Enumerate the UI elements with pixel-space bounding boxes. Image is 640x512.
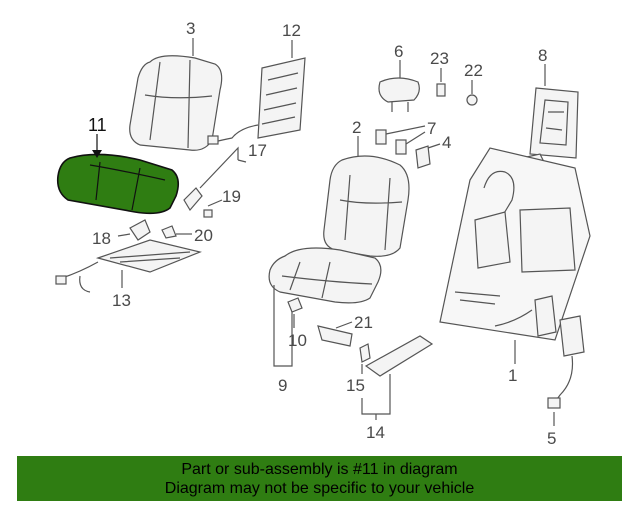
part-14-side-trim[interactable] [364, 335, 434, 377]
info-banner: Part or sub-assembly is #11 in diagram D… [17, 456, 622, 501]
label-7: 7 [427, 119, 436, 138]
label-20: 20 [194, 226, 213, 245]
label-9: 9 [278, 376, 287, 395]
part-8-seatback-frame[interactable] [529, 87, 579, 159]
label-17: 17 [248, 141, 267, 160]
leader-18 [117, 233, 131, 237]
part-9-cushion-cover[interactable] [268, 247, 382, 304]
part-15[interactable] [359, 343, 371, 363]
label-2: 2 [352, 118, 361, 137]
part-11-cushion-pad[interactable] [56, 153, 180, 215]
banner-line-disclaimer: Diagram may not be specific to your vehi… [164, 480, 475, 497]
part-13-cushion-heater[interactable] [55, 239, 202, 293]
leader-9 [273, 285, 293, 367]
part-17-clip[interactable] [183, 187, 203, 212]
label-15: 15 [346, 376, 365, 395]
part-22[interactable] [466, 94, 478, 106]
label-6: 6 [394, 42, 403, 61]
leader-17 [199, 146, 247, 189]
part-1-frame-assembly[interactable] [439, 147, 591, 341]
part-12-heater[interactable] [207, 57, 306, 145]
label-13: 13 [112, 291, 131, 310]
label-18: 18 [92, 229, 111, 248]
part-4[interactable] [415, 145, 431, 169]
leader-19 [207, 199, 223, 207]
label-4: 4 [442, 133, 451, 152]
part-7-guides[interactable] [375, 129, 407, 155]
part-18[interactable] [129, 219, 151, 241]
label-1: 1 [508, 366, 517, 385]
label-5: 5 [547, 429, 556, 448]
label-21: 21 [354, 313, 373, 332]
label-22: 22 [464, 61, 483, 80]
arrow-11 [92, 150, 102, 158]
part-10[interactable] [287, 297, 303, 313]
label-23: 23 [430, 49, 449, 68]
leader-7 [385, 125, 426, 145]
leader-4 [427, 143, 441, 149]
banner-line-part: Part or sub-assembly is #11 in diagram [181, 461, 458, 478]
part-23[interactable] [436, 83, 446, 97]
part-5-switch[interactable] [547, 315, 585, 409]
label-12: 12 [282, 21, 301, 40]
label-14: 14 [366, 423, 385, 442]
label-10: 10 [288, 331, 307, 350]
part-20[interactable] [161, 225, 177, 239]
part-19-clip[interactable] [203, 209, 213, 218]
part-3-seatback-pad[interactable] [129, 55, 223, 151]
label-3: 3 [186, 19, 195, 38]
part-21[interactable] [317, 325, 353, 347]
leader-14 [361, 374, 391, 420]
part-2-seatback-cover[interactable] [323, 155, 410, 257]
leader-21 [335, 321, 353, 329]
part-6-headrest[interactable] [378, 77, 420, 112]
label-19: 19 [222, 187, 241, 206]
label-8: 8 [538, 46, 547, 65]
seat-parts-diagram: 3 12 11 17 19 18 20 13 2 [55, 19, 591, 448]
label-11: 11 [88, 115, 107, 135]
